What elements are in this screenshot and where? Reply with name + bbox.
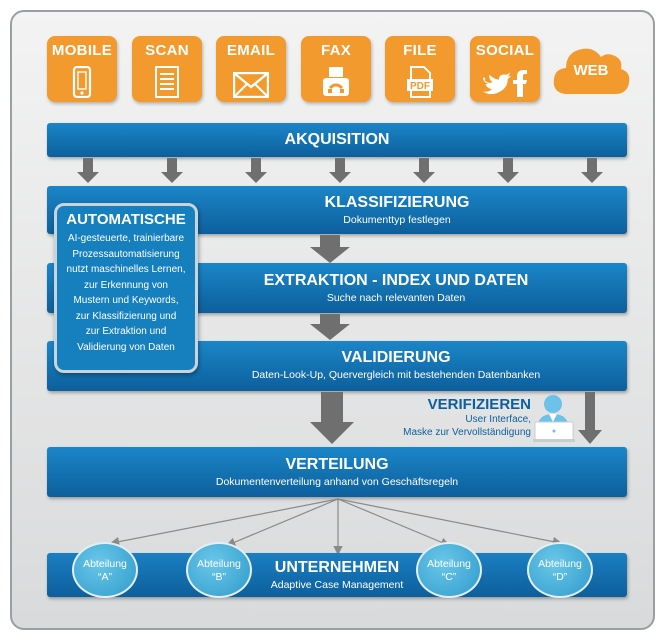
akquisition-band: AKQUISITION <box>47 123 627 157</box>
validierung-title: VALIDIERUNG <box>341 349 451 366</box>
klassifizierung-subtitle: Dokumenttyp festlegen <box>343 214 451 226</box>
source-label: FILE <box>403 42 437 59</box>
department-label: Abteilung <box>197 558 241 570</box>
source-mobile: MOBILE <box>47 36 117 102</box>
verteilung-title: VERTEILUNG <box>285 456 389 473</box>
verifizieren-line1: User Interface, <box>465 414 531 425</box>
mobile-icon <box>72 66 92 98</box>
acquisition-arrows <box>77 158 603 183</box>
unternehmen-subtitle: Adaptive Case Management <box>270 579 404 591</box>
department-d: Abteilung “D” <box>527 542 593 598</box>
arrow-verifizieren <box>578 392 602 444</box>
automatische-title: AUTOMATISCHE <box>66 211 186 228</box>
user-laptop-icon <box>533 395 575 442</box>
automatische-line: Mustern und Keywords, <box>73 295 179 306</box>
automatische-line: zur Klassifizierung und <box>75 310 177 322</box>
automatische-description: AI-gesteuerte, trainierbare Prozessautom… <box>57 231 195 355</box>
scan-icon <box>155 66 179 98</box>
automatische-box: AUTOMATISCHE AI-gesteuerte, trainierbare… <box>54 203 198 373</box>
source-file: FILE PDF <box>385 36 455 102</box>
social-icon <box>483 70 527 97</box>
arrow-to-verteilung <box>310 392 354 444</box>
department-c: Abteilung “C” <box>416 542 482 598</box>
arrow-to-extraktion <box>310 235 350 263</box>
source-social: SOCIAL <box>470 36 540 102</box>
cloud-icon <box>553 48 630 94</box>
automatische-line: Prozessautomatisierung <box>72 248 180 260</box>
department-code: “D” <box>552 571 568 583</box>
department-label: Abteilung <box>538 558 582 570</box>
distribution-arrows <box>109 498 563 556</box>
automatische-line: AI-gesteuerte, trainierbare <box>67 233 185 244</box>
arrow-to-validierung <box>310 314 350 340</box>
envelope-icon <box>233 72 269 98</box>
verteilung-subtitle: Dokumentenverteilung anhand von Geschäft… <box>215 476 459 488</box>
verifizieren-line2: Maske zur Vervollständigung <box>403 427 531 438</box>
validierung-subtitle: Daten-Look-Up, Quervergleich mit bestehe… <box>251 369 541 381</box>
automatische-line: zur Extraktion und <box>85 326 167 337</box>
department-a: Abteilung “A” <box>72 542 138 598</box>
verifizieren-block: VERIFIZIEREN User Interface, Maske zur V… <box>403 396 531 439</box>
akquisition-title: AKQUISITION <box>284 131 390 148</box>
source-label: EMAIL <box>226 42 276 59</box>
source-scan: SCAN <box>132 36 202 102</box>
automatische-line: zur Erkennung von <box>84 279 168 291</box>
pdf-text: PDF <box>410 81 430 92</box>
fax-icon <box>323 67 349 96</box>
unternehmen-title: UNTERNEHMEN <box>274 559 400 576</box>
source-label: SCAN <box>145 42 189 59</box>
verteilung-band: VERTEILUNG Dokumentenverteilung anhand v… <box>47 447 627 497</box>
extraktion-subtitle: Suche nach relevanten Daten <box>326 292 466 304</box>
automatische-line: Validierung von Daten <box>77 341 175 353</box>
source-label: WEB <box>573 62 609 79</box>
source-label: MOBILE <box>51 42 113 59</box>
source-email: EMAIL <box>216 36 286 102</box>
department-label: Abteilung <box>427 558 471 570</box>
source-label: FAX <box>320 42 352 59</box>
verifizieren-title: VERIFIZIEREN <box>427 396 531 413</box>
klassifizierung-title: KLASSIFIZIERUNG <box>324 194 470 211</box>
department-code: “A” <box>98 571 112 583</box>
automatische-line: nutzt maschinelles Lernen, <box>66 264 186 275</box>
pdf-icon: PDF <box>407 66 433 98</box>
department-code: “B” <box>212 571 226 583</box>
department-b: Abteilung “B” <box>186 542 252 598</box>
department-label: Abteilung <box>83 558 127 570</box>
source-label: SOCIAL <box>475 42 535 59</box>
department-code: “C” <box>441 571 457 583</box>
source-web: WEB <box>551 42 631 100</box>
source-fax: FAX <box>301 36 371 102</box>
extraktion-title: EXTRAKTION - INDEX UND DATEN <box>263 272 529 289</box>
